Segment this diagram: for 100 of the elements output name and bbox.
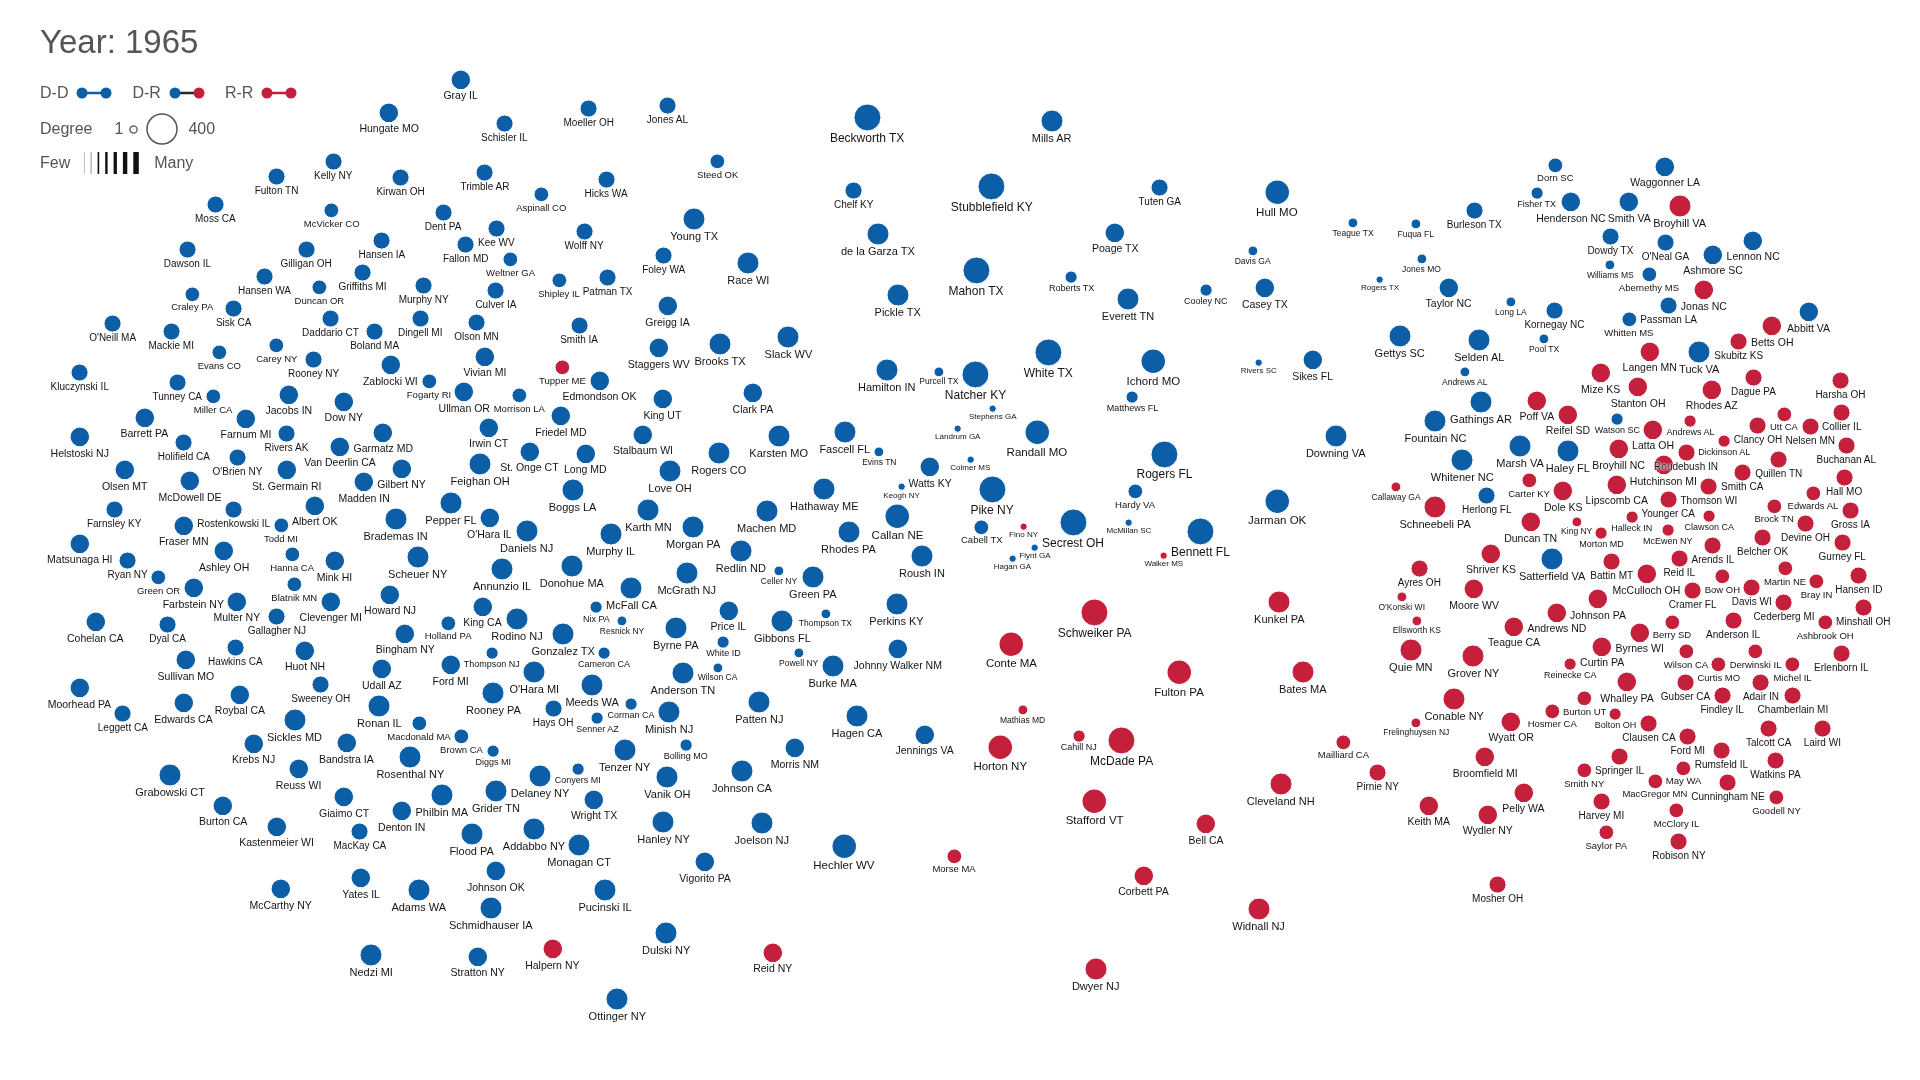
- node-label: Kirwan OH: [376, 187, 425, 198]
- node-label: Sikes FL: [1292, 370, 1334, 382]
- node-label: Hawkins CA: [208, 657, 263, 668]
- node-label: Kastenmeier WI: [239, 837, 314, 849]
- node-label: Ashbrook OH: [1796, 630, 1854, 641]
- node-label: Kornegay NC: [1524, 319, 1585, 331]
- node-label: Olson MN: [454, 332, 499, 343]
- node-label: St. Germain RI: [252, 481, 322, 492]
- node-label: Shriver KS: [1465, 564, 1517, 576]
- node-label: Long MD: [564, 464, 607, 476]
- node-label: O'Neal GA: [1641, 251, 1690, 263]
- node-label: Fascell FL: [819, 443, 871, 456]
- node-label: Patman TX: [582, 287, 633, 298]
- node-label: Byrne PA: [652, 640, 699, 652]
- node-label: O'Neill MA: [89, 332, 137, 344]
- node-label: May WA: [1665, 776, 1702, 787]
- node-label: Reid NY: [753, 963, 793, 975]
- node-label: Kelly NY: [314, 171, 353, 182]
- node-label: Gallagher NJ: [247, 626, 307, 637]
- node-label: Taylor NC: [1425, 298, 1472, 310]
- node-label: MacKay CA: [333, 841, 387, 852]
- node-label: Jacobs IN: [265, 405, 313, 417]
- node-label: Dulski NY: [642, 945, 691, 957]
- node-label: Moore WV: [1449, 599, 1499, 611]
- node-label: Cunningham NE: [1691, 792, 1765, 803]
- node-label: Trimble AR: [460, 182, 510, 193]
- node-label: Dorn SC: [1537, 173, 1574, 184]
- node-label: Staggers WV: [627, 358, 690, 370]
- node-label: McFall CA: [606, 600, 657, 612]
- node-label: Moorhead PA: [47, 699, 112, 710]
- node-label: Fraser MN: [158, 536, 209, 548]
- node-label: McEwen NY: [1643, 536, 1693, 547]
- node-label: Mize KS: [1581, 383, 1621, 395]
- node-label: Nix PA: [582, 614, 610, 624]
- node-label: Bell CA: [1188, 834, 1224, 846]
- node-label: Battin MT: [1590, 571, 1634, 582]
- node-label: Latta OH: [1632, 440, 1675, 452]
- node-label: Howard NJ: [364, 605, 417, 617]
- node-label: Purcell TX: [919, 377, 959, 387]
- node-label: Macdonald MA: [387, 732, 451, 743]
- node-label: Smith IA: [560, 335, 598, 346]
- node-label: Perkins KY: [869, 615, 924, 628]
- node-label: Dow NY: [324, 412, 364, 424]
- node-label: Haley FL: [1545, 463, 1590, 475]
- node-label: Joelson NJ: [734, 834, 789, 847]
- node-label: Tuten GA: [1138, 196, 1182, 208]
- node-label: Grabowski CT: [135, 787, 205, 799]
- node-label: Halleck IN: [1611, 524, 1653, 534]
- node-label: Goodell NY: [1752, 805, 1801, 816]
- node-label: Daniels NJ: [500, 542, 554, 555]
- node-label: Udall AZ: [362, 679, 402, 691]
- node-label: Jones MO: [1402, 264, 1441, 274]
- node-label: Patten NJ: [735, 713, 784, 726]
- node-label: Minish NJ: [644, 723, 694, 736]
- node-label: Hall MO: [1826, 487, 1863, 498]
- node-label: Watts KY: [908, 477, 952, 489]
- node-label: Jonas NC: [1680, 300, 1727, 312]
- node-label: St. Onge CT: [500, 462, 559, 474]
- node-label: Marsh VA: [1496, 457, 1544, 470]
- node-label: Burke MA: [808, 678, 857, 690]
- node-label: Smith NY: [1564, 779, 1605, 789]
- node-label: Rivers AK: [264, 443, 309, 454]
- node-label: Vanik OH: [644, 788, 691, 801]
- node-label: Smith CA: [1721, 482, 1764, 493]
- node-label: McCarthy NY: [249, 899, 312, 911]
- node-label: Herlong FL: [1462, 505, 1512, 516]
- node-label: Green OR: [136, 585, 181, 596]
- node-label: Pike NY: [970, 504, 1014, 517]
- node-label: Love OH: [648, 483, 692, 495]
- node-label: Yates IL: [342, 888, 380, 900]
- node-label: Holifield CA: [157, 451, 210, 463]
- node-label: Feighan OH: [450, 476, 510, 488]
- node-label: Roberts TX: [1048, 283, 1095, 294]
- node-label: Arends IL: [1691, 554, 1735, 566]
- node-label: Tunney CA: [152, 391, 203, 403]
- node-label: Dingell MI: [398, 327, 443, 339]
- node-label: Laird WI: [1803, 737, 1841, 749]
- node-label: Matsunaga HI: [47, 554, 113, 566]
- node-label: Mills AR: [1031, 133, 1072, 145]
- node-label: Curtis MO: [1697, 673, 1741, 683]
- node-label: de la Garza TX: [841, 245, 915, 258]
- node-label: Fogarty RI: [406, 389, 452, 400]
- node-label: Hamilton IN: [858, 381, 916, 394]
- node-label: Henderson NC: [1536, 212, 1606, 224]
- node-label: Cahill NJ: [1060, 743, 1097, 753]
- node-label: Ellsworth KS: [1392, 626, 1441, 636]
- node-label: Edmondson OK: [562, 391, 637, 403]
- node-label: Horton NY: [973, 760, 1028, 773]
- legend-label: R-R: [224, 85, 254, 101]
- node-label: Stubblefield KY: [950, 200, 1033, 214]
- node-label: Gathings AR: [1450, 413, 1512, 426]
- node-label: Barrett PA: [120, 428, 169, 440]
- node-label: Diggs MI: [475, 757, 511, 768]
- node-label: Rostenkowski IL: [197, 518, 270, 530]
- node-label: Corbett PA: [1118, 886, 1169, 898]
- node-label: Resnick NY: [599, 626, 645, 636]
- node-label: Hungate MO: [359, 123, 419, 135]
- node-label: Leggett CA: [97, 723, 148, 734]
- node-label: Bates MA: [1278, 684, 1327, 696]
- node-label: Ford MI: [432, 675, 469, 687]
